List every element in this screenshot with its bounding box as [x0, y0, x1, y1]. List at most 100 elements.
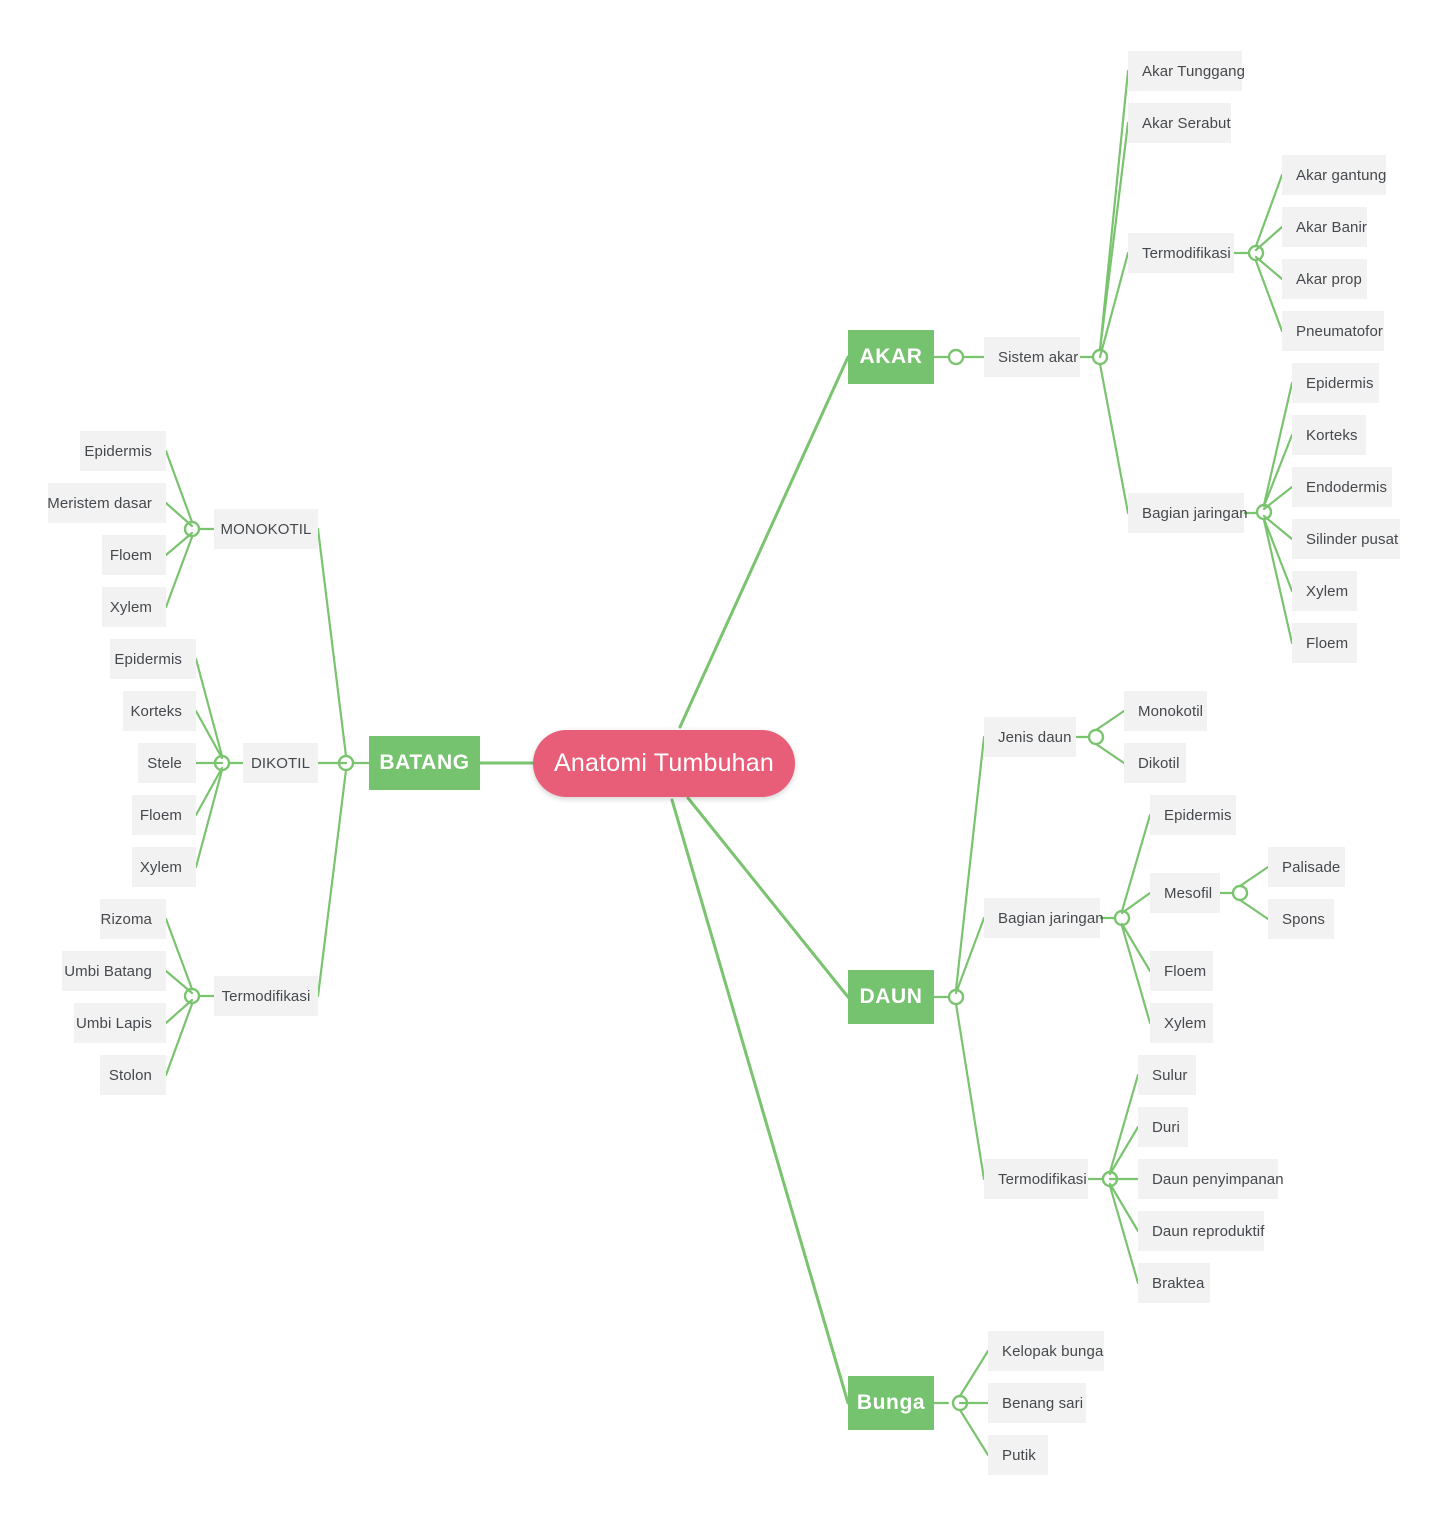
edge-bja-xylem [1262, 517, 1294, 593]
node-termodifikasi-akar[interactable]: Termodifikasi [1128, 233, 1234, 273]
edge-td-braktea [1108, 1184, 1140, 1285]
node-daun-penyimpanan[interactable]: Daun penyimpanan [1138, 1159, 1284, 1199]
node-epidermis-akar[interactable]: Epidermis [1292, 363, 1379, 403]
node-label: Duri [1152, 1118, 1180, 1136]
node-bagian-jaringan-akar[interactable]: Bagian jaringan [1128, 493, 1248, 533]
node-label: Monokotil [1138, 702, 1204, 720]
node-stolon[interactable]: Stolon [100, 1055, 166, 1095]
node-label: Floem [1164, 962, 1207, 980]
node-endodermis-akar[interactable]: Endodermis [1292, 467, 1392, 507]
node-bagian-jaringan-daun[interactable]: Bagian jaringan [984, 898, 1104, 938]
node-umbi-batang[interactable]: Umbi Batang [62, 951, 166, 991]
node-sulur[interactable]: Sulur [1138, 1055, 1196, 1095]
edge-jd-dikotil [1094, 742, 1126, 765]
node-duri[interactable]: Duri [1138, 1107, 1188, 1147]
node-jenis-daun[interactable]: Jenis daun [984, 717, 1076, 757]
node-xylem-dikotil[interactable]: Xylem [132, 847, 196, 887]
branch-label-batang: BATANG [379, 751, 470, 774]
node-label: Epidermis [84, 442, 152, 460]
node-xylem-akar[interactable]: Xylem [1292, 571, 1357, 611]
node-daun-reproduktif[interactable]: Daun reproduktif [1138, 1211, 1264, 1251]
edge-ta-pneumatofor [1254, 259, 1284, 333]
node-label: Akar Banir [1296, 218, 1368, 236]
node-monokotil-daun[interactable]: Monokotil [1124, 691, 1207, 731]
node-korteks-akar[interactable]: Korteks [1292, 415, 1366, 455]
node-label: Epidermis [1306, 374, 1374, 392]
node-meristem-dasar[interactable]: Meristem dasar [47, 483, 166, 523]
node-rizoma[interactable]: Rizoma [100, 899, 166, 939]
edge-daun-termodifikasi [954, 1002, 986, 1181]
node-epidermis-monokotil[interactable]: Epidermis [80, 431, 166, 471]
edge-mesofil-spons [1238, 898, 1270, 921]
node-epidermis-daun[interactable]: Epidermis [1150, 795, 1236, 835]
node-label: Sistem akar [998, 348, 1079, 366]
node-benang-sari[interactable]: Benang sari [988, 1383, 1086, 1423]
node-putik[interactable]: Putik [988, 1435, 1048, 1475]
node-label: Floem [139, 806, 182, 824]
edge-ta-akarprop [1254, 255, 1284, 281]
edge-bja-floem [1262, 518, 1294, 645]
node-mesofil[interactable]: Mesofil [1150, 873, 1220, 913]
edge-batang-monokotil [316, 527, 348, 758]
branch-node-akar[interactable]: AKAR [848, 330, 934, 384]
node-spons[interactable]: Spons [1268, 899, 1334, 939]
node-akar-banir[interactable]: Akar Banir [1282, 207, 1367, 247]
branch-node-daun[interactable]: DAUN [848, 970, 934, 1024]
node-dikotil-daun[interactable]: Dikotil [1124, 743, 1186, 783]
edge-td-daunreproduktif [1108, 1182, 1140, 1233]
node-floem-dikotil[interactable]: Floem [132, 795, 196, 835]
node-label: Floem [109, 546, 152, 564]
node-xylem-daun[interactable]: Xylem [1150, 1003, 1213, 1043]
edge-dik-xylem [194, 768, 224, 869]
edge-mono-epidermis [164, 449, 194, 524]
node-stele-dikotil[interactable]: Stele [138, 743, 196, 783]
node-xylem-monokotil[interactable]: Xylem [102, 587, 166, 627]
node-label: Korteks [1306, 426, 1358, 444]
node-termodifikasi-daun[interactable]: Termodifikasi [984, 1159, 1088, 1199]
edge-sa-termodifikasi [1098, 251, 1130, 359]
node-akar-prop[interactable]: Akar prop [1282, 259, 1367, 299]
node-label: Rizoma [100, 910, 152, 928]
node-label: MONOKOTIL [220, 520, 312, 538]
edge-tb-umbibatang [164, 969, 194, 995]
node-akar-gantung[interactable]: Akar gantung [1282, 155, 1386, 195]
node-kelopak-bunga[interactable]: Kelopak bunga [988, 1331, 1104, 1371]
node-label: Braktea [1152, 1274, 1205, 1292]
root-node[interactable]: Anatomi Tumbuhan [533, 730, 795, 797]
node-korteks-dikotil[interactable]: Korteks [123, 691, 196, 731]
edge-root-akar [678, 355, 850, 729]
edge-sa-bagianjaringan [1098, 362, 1130, 515]
node-floem-akar[interactable]: Floem [1292, 623, 1357, 663]
edge-tb-umbilapis [164, 998, 194, 1025]
node-label: Kelopak bunga [1002, 1342, 1104, 1360]
node-label: Putik [1002, 1446, 1036, 1464]
node-umbi-lapis[interactable]: Umbi Lapis [74, 1003, 166, 1043]
node-label: Korteks [130, 702, 182, 720]
node-akar-serabut[interactable]: Akar Serabut [1128, 103, 1231, 143]
node-sistem-akar[interactable]: Sistem akar [984, 337, 1080, 377]
node-termodifikasi-batang[interactable]: Termodifikasi [214, 976, 318, 1016]
node-label: Floem [1306, 634, 1349, 652]
node-label: Dikotil [1138, 754, 1180, 772]
node-braktea[interactable]: Braktea [1138, 1263, 1210, 1303]
node-floem-daun[interactable]: Floem [1150, 951, 1213, 991]
edge-bunga-kelopak [958, 1349, 990, 1398]
node-palisade[interactable]: Palisade [1268, 847, 1345, 887]
node-epidermis-dikotil[interactable]: Epidermis [110, 639, 196, 679]
branch-node-bunga[interactable]: Bunga [848, 1376, 934, 1430]
node-dikotil-batang[interactable]: DIKOTIL [243, 743, 318, 783]
branch-node-batang[interactable]: BATANG [369, 736, 480, 790]
node-akar-tunggang[interactable]: Akar Tunggang [1128, 51, 1245, 91]
node-label: Palisade [1282, 858, 1341, 876]
node-monokotil-batang[interactable]: MONOKOTIL [214, 509, 318, 549]
node-label: Umbi Lapis [75, 1014, 152, 1032]
node-floem-monokotil[interactable]: Floem [102, 535, 166, 575]
edge-daun-bagianjaringan [954, 916, 986, 995]
node-pneumatofor[interactable]: Pneumatofor [1282, 311, 1384, 351]
node-silinder-pusat[interactable]: Silinder pusat [1292, 519, 1400, 559]
edge-bjd-mesofil [1120, 891, 1152, 915]
node-label: Bagian jaringan [1142, 504, 1248, 522]
node-label: Endodermis [1306, 478, 1388, 496]
branch-label-bunga: Bunga [856, 1391, 926, 1414]
